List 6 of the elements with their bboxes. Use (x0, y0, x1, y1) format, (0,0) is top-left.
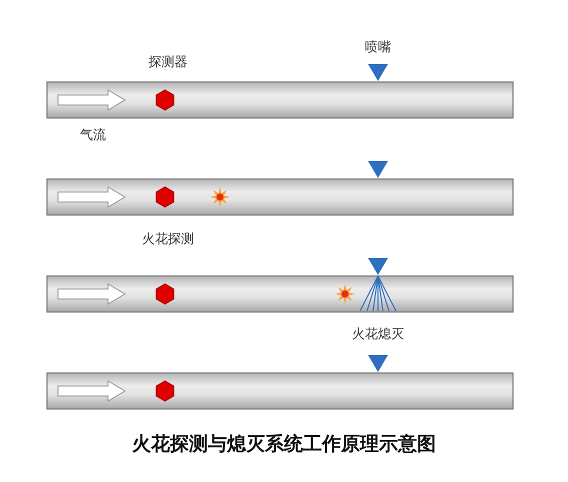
part-label: 火花探测 (142, 232, 194, 248)
part-label: 气流 (80, 128, 106, 144)
part-label: 喷嘴 (365, 40, 391, 56)
part-label: 火花熄灭 (352, 327, 404, 343)
part-label: 探测器 (148, 55, 188, 71)
caption: 火花探测与熄灭系统工作原理示意图 (131, 432, 437, 456)
